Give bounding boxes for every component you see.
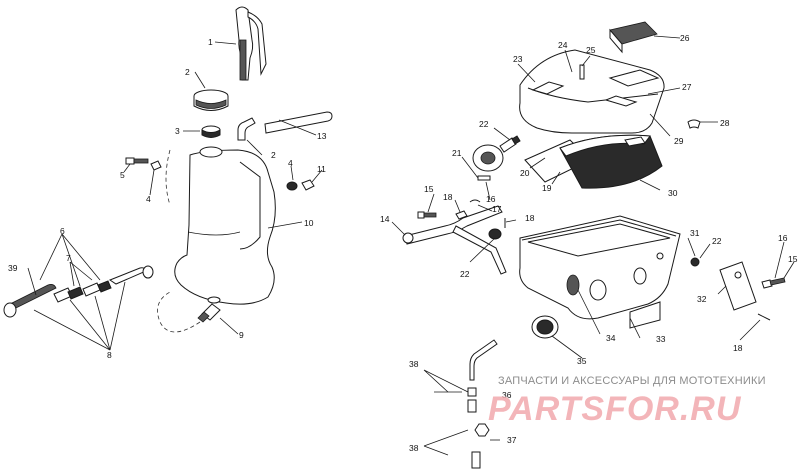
mounting-bolt-part: [125, 157, 149, 165]
callout-9: 9: [239, 330, 244, 340]
callout-2: 2: [271, 150, 276, 160]
callout-22: 22: [460, 269, 470, 279]
callout-22: 22: [479, 119, 489, 129]
callout-26: 26: [680, 33, 690, 43]
callout-32: 32: [697, 294, 707, 304]
callout-7: 7: [66, 253, 71, 263]
airbox-tray-assembly: [519, 215, 786, 339]
hose-part: [7, 284, 57, 309]
callout-17: 17: [492, 204, 502, 214]
callout-18: 18: [443, 192, 453, 202]
drain-fitting-part: [197, 296, 221, 323]
callout-15: 15: [424, 184, 434, 194]
mounting-bracket-part: [404, 205, 503, 245]
callout-39: 39: [8, 263, 18, 273]
callout-6: 6: [60, 226, 65, 236]
callout-1: 1: [208, 37, 213, 47]
right-leader-lines: [391, 35, 795, 456]
callout-28: 28: [720, 118, 730, 128]
callout-2: 2: [185, 67, 190, 77]
callout-labels: 1 2 2 3 4 4 5 6 7 8 9 10 11 13 14 15 15 …: [8, 33, 798, 453]
airbox-cover-assembly: [519, 21, 701, 134]
grommet-part: [201, 125, 221, 138]
callout-24: 24: [558, 40, 568, 50]
callout-11: 11: [317, 164, 326, 174]
callout-21: 21: [452, 148, 462, 158]
callout-15: 15: [788, 254, 798, 264]
callout-38: 38: [409, 443, 419, 453]
bracket-assembly: [402, 199, 507, 275]
vent-hose-part: [264, 111, 333, 134]
side-plate-part: [719, 261, 757, 311]
callout-29: 29: [674, 136, 684, 146]
oil-line-assembly: [3, 233, 154, 351]
callout-31: 31: [690, 228, 700, 238]
nut-washer-part: [286, 179, 315, 191]
callout-16: 16: [486, 194, 496, 204]
callout-13: 13: [317, 131, 327, 141]
drain-tube-assembly: [467, 339, 498, 469]
callout-8: 8: [107, 350, 112, 360]
callout-4: 4: [288, 158, 293, 168]
left-leader-lines: [27, 41, 323, 335]
callout-36: 36: [502, 390, 512, 400]
callout-3: 3: [175, 126, 180, 136]
hose-route-line: [157, 291, 201, 333]
dipstick-part: [235, 6, 267, 81]
callout-18: 18: [733, 343, 743, 353]
callout-18: 18: [525, 213, 535, 223]
callout-23: 23: [513, 54, 523, 64]
callout-33: 33: [656, 334, 666, 344]
callout-34: 34: [606, 333, 616, 343]
callout-10: 10: [304, 218, 314, 228]
callout-20: 20: [520, 168, 530, 178]
air-filter-assembly: [524, 134, 663, 189]
washer-part: [150, 160, 162, 171]
elbow-fitting-part: [237, 117, 256, 141]
callout-37: 37: [507, 435, 517, 445]
callout-5: 5: [120, 170, 125, 180]
callout-35: 35: [577, 356, 587, 366]
oil-tank-assembly: [125, 6, 333, 333]
callout-38: 38: [409, 359, 419, 369]
callout-19: 19: [542, 183, 552, 193]
callout-14: 14: [380, 214, 390, 224]
callout-25: 25: [586, 45, 596, 55]
callout-22: 22: [712, 236, 722, 246]
callout-27: 27: [682, 82, 692, 92]
clamp-assembly: [472, 135, 521, 181]
watermark-logo: PARTSFOR.RU: [488, 390, 742, 428]
tank-cap-part: [193, 89, 229, 111]
callout-30: 30: [668, 188, 678, 198]
watermark-caption: ЗАПЧАСТИ И АКСЕССУАРЫ ДЛЯ МОТОТЕХНИКИ: [498, 375, 766, 387]
callout-16: 16: [778, 233, 788, 243]
callout-4: 4: [146, 194, 151, 204]
